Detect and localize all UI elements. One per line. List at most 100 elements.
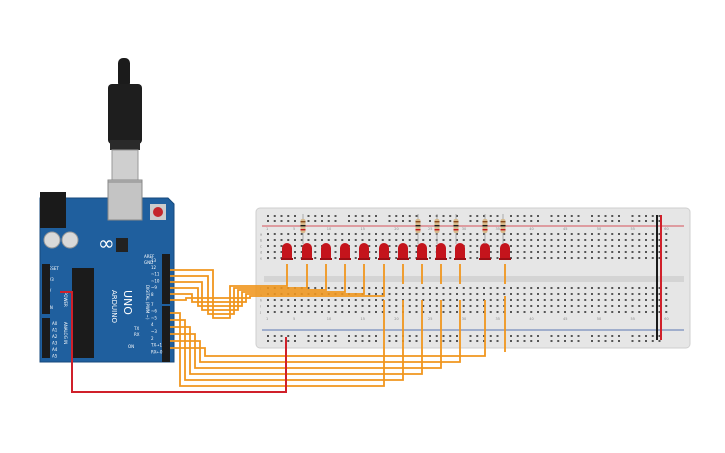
breadboard-hole[interactable] xyxy=(496,293,499,295)
breadboard-hole[interactable] xyxy=(530,311,533,313)
breadboard-hole[interactable] xyxy=(402,287,404,289)
breadboard-hole[interactable] xyxy=(429,257,431,259)
breadboard-hole[interactable] xyxy=(537,311,539,313)
breadboard-hole[interactable] xyxy=(408,305,411,307)
breadboard-hole[interactable] xyxy=(584,293,587,295)
breadboard-hole[interactable] xyxy=(314,233,317,235)
breadboard-hole[interactable] xyxy=(597,257,600,259)
breadboard-hole[interactable] xyxy=(415,245,418,247)
rail-hole[interactable] xyxy=(645,340,647,342)
breadboard-hole[interactable] xyxy=(564,251,566,253)
breadboard-hole[interactable] xyxy=(543,293,546,295)
breadboard-hole[interactable] xyxy=(395,293,398,295)
rail-hole[interactable] xyxy=(334,215,337,217)
breadboard-hole[interactable] xyxy=(604,299,607,301)
breadboard-hole[interactable] xyxy=(395,299,398,301)
breadboard-hole[interactable] xyxy=(543,299,546,301)
breadboard-hole[interactable] xyxy=(429,287,431,289)
rail-hole[interactable] xyxy=(280,215,283,217)
breadboard-hole[interactable] xyxy=(273,299,276,301)
breadboard-hole[interactable] xyxy=(476,305,479,307)
breadboard-hole[interactable] xyxy=(584,233,587,235)
breadboard-hole[interactable] xyxy=(395,245,398,247)
breadboard-hole[interactable] xyxy=(402,239,404,241)
breadboard-hole[interactable] xyxy=(395,233,398,235)
rail-hole[interactable] xyxy=(267,335,269,337)
breadboard-hole[interactable] xyxy=(618,239,620,241)
breadboard-hole[interactable] xyxy=(604,293,607,295)
breadboard-hole[interactable] xyxy=(570,257,573,259)
breadboard-hole[interactable] xyxy=(631,311,634,313)
breadboard-hole[interactable] xyxy=(294,251,296,253)
breadboard-hole[interactable] xyxy=(665,293,668,295)
rail-hole[interactable] xyxy=(314,335,317,337)
breadboard-hole[interactable] xyxy=(496,287,499,289)
breadboard-hole[interactable] xyxy=(591,305,593,307)
breadboard-hole[interactable] xyxy=(631,239,634,241)
breadboard-hole[interactable] xyxy=(368,239,371,241)
rail-hole[interactable] xyxy=(368,220,371,222)
breadboard-hole[interactable] xyxy=(577,299,580,301)
breadboard-hole[interactable] xyxy=(381,293,384,295)
breadboard-hole[interactable] xyxy=(591,245,593,247)
rail-hole[interactable] xyxy=(645,335,647,337)
breadboard-hole[interactable] xyxy=(618,305,620,307)
breadboard-hole[interactable] xyxy=(415,299,418,301)
rail-hole[interactable] xyxy=(415,335,418,337)
breadboard-hole[interactable] xyxy=(375,245,377,247)
signal-wire[interactable] xyxy=(170,264,346,307)
breadboard-hole[interactable] xyxy=(537,293,539,295)
breadboard-hole[interactable] xyxy=(300,251,303,253)
rail-hole[interactable] xyxy=(388,340,391,342)
breadboard-hole[interactable] xyxy=(456,293,458,295)
breadboard-hole[interactable] xyxy=(415,287,418,289)
breadboard-hole[interactable] xyxy=(456,239,458,241)
breadboard-hole[interactable] xyxy=(516,251,519,253)
led[interactable] xyxy=(416,243,428,260)
breadboard-hole[interactable] xyxy=(395,251,398,253)
rail-hole[interactable] xyxy=(638,220,641,222)
breadboard-hole[interactable] xyxy=(665,287,668,289)
breadboard-hole[interactable] xyxy=(287,239,290,241)
rail-hole[interactable] xyxy=(489,220,492,222)
breadboard-hole[interactable] xyxy=(368,293,371,295)
breadboard-hole[interactable] xyxy=(415,293,418,295)
rail-hole[interactable] xyxy=(631,215,634,217)
rail-hole[interactable] xyxy=(557,215,560,217)
breadboard-hole[interactable] xyxy=(496,251,499,253)
breadboard-hole[interactable] xyxy=(422,299,425,301)
rail-hole[interactable] xyxy=(638,215,641,217)
breadboard-hole[interactable] xyxy=(273,251,276,253)
breadboard-hole[interactable] xyxy=(483,299,485,301)
breadboard-hole[interactable] xyxy=(516,257,519,259)
resistor[interactable] xyxy=(415,214,421,244)
breadboard-hole[interactable] xyxy=(476,251,479,253)
resistor[interactable] xyxy=(434,214,440,244)
breadboard-hole[interactable] xyxy=(604,245,607,247)
breadboard-hole[interactable] xyxy=(530,299,533,301)
breadboard-hole[interactable] xyxy=(449,299,452,301)
breadboard-hole[interactable] xyxy=(651,251,654,253)
led[interactable] xyxy=(378,243,390,260)
breadboard-hole[interactable] xyxy=(570,287,573,289)
breadboard-hole[interactable] xyxy=(597,305,600,307)
breadboard-hole[interactable] xyxy=(476,239,479,241)
rail-hole[interactable] xyxy=(314,220,317,222)
breadboard-hole[interactable] xyxy=(624,257,627,259)
breadboard-hole[interactable] xyxy=(314,251,317,253)
rail-hole[interactable] xyxy=(570,215,573,217)
breadboard-hole[interactable] xyxy=(523,251,526,253)
breadboard-hole[interactable] xyxy=(294,311,296,313)
rail-hole[interactable] xyxy=(456,335,458,337)
breadboard-hole[interactable] xyxy=(611,287,614,289)
breadboard-hole[interactable] xyxy=(321,299,323,301)
breadboard-hole[interactable] xyxy=(273,305,276,307)
breadboard-hole[interactable] xyxy=(415,239,418,241)
breadboard-hole[interactable] xyxy=(658,239,661,241)
rail-hole[interactable] xyxy=(618,335,620,337)
breadboard-hole[interactable] xyxy=(604,287,607,289)
breadboard-hole[interactable] xyxy=(564,287,566,289)
breadboard-hole[interactable] xyxy=(665,233,668,235)
breadboard-hole[interactable] xyxy=(645,233,647,235)
rail-hole[interactable] xyxy=(280,340,283,342)
